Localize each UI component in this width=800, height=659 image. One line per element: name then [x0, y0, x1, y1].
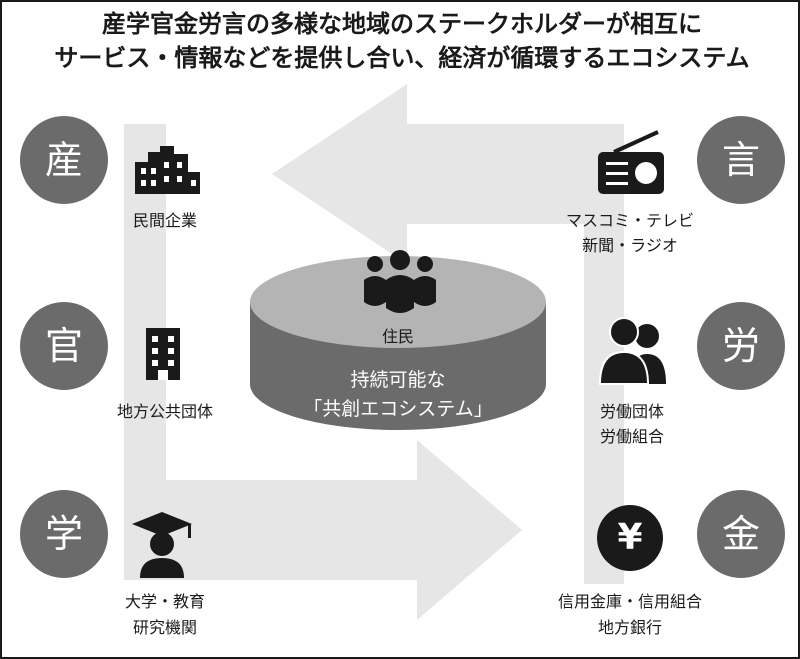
- ecosystem-cylinder: [250, 256, 546, 430]
- top-flow-arrow: [272, 84, 624, 264]
- label-media-2: 新聞・ラジオ: [582, 236, 678, 255]
- circle-academia: 学: [20, 490, 108, 578]
- label-media-1: マスコミ・テレビ: [565, 211, 694, 230]
- circle-media: 言: [697, 116, 785, 204]
- circle-finance: 金: [697, 490, 785, 578]
- center-title-line-1: 持続可能な: [350, 369, 446, 391]
- circle-labor: 労: [697, 302, 785, 390]
- residents-icon: [364, 250, 436, 313]
- media-radio-icon: [598, 130, 664, 194]
- academia-graduate-icon: [132, 512, 192, 578]
- label-residents: 住民: [381, 327, 414, 346]
- finance-yen-coin-icon: [597, 505, 663, 571]
- center-title-line-2: 「共創エコシステム」: [303, 398, 493, 420]
- label-finance-2: 地方銀行: [597, 618, 662, 637]
- industry-building-icon: [135, 146, 200, 194]
- labor-group-icon: [598, 317, 666, 385]
- title-line-1: 産学官金労言の多様な地域のステークホルダーが相互に: [102, 10, 702, 38]
- label-industry: 民間企業: [132, 211, 197, 230]
- label-academia-1: 大学・教育: [124, 592, 205, 611]
- label-labor-2: 労働組合: [599, 427, 664, 446]
- bottom-flow-arrow: [124, 440, 522, 620]
- government-office-icon: [146, 328, 180, 380]
- circle-industry: 産: [20, 116, 108, 204]
- label-finance-1: 信用金庫・信用組合: [557, 592, 702, 611]
- circle-government: 官: [20, 302, 108, 390]
- label-government: 地方公共団体: [116, 402, 213, 421]
- yen-symbol: ¥: [617, 517, 643, 558]
- label-labor-1: 労働団体: [599, 402, 664, 421]
- title-line-2: サービス・情報などを提供し合い、経済が循環するエコシステム: [54, 44, 750, 72]
- label-academia-2: 研究機関: [132, 618, 197, 637]
